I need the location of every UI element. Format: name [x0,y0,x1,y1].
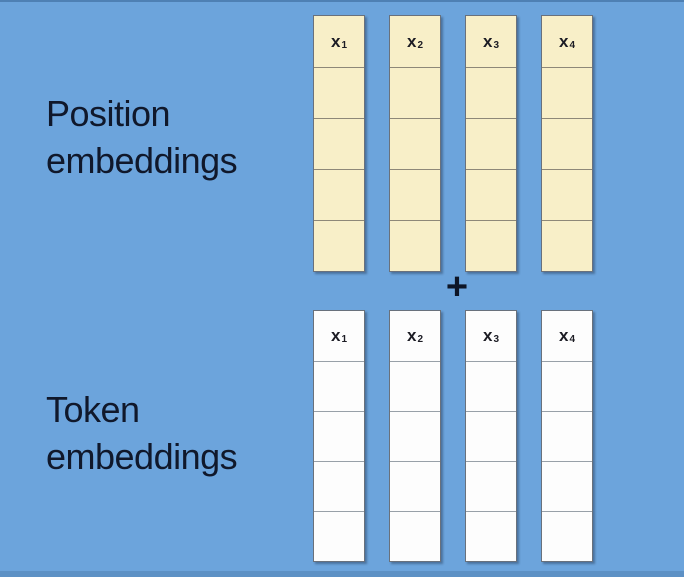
token-symbol: x [482,326,493,345]
embedding-cell [542,411,592,461]
position-embeddings-label: Position embeddings [46,93,238,181]
token-symbol: x [406,326,417,345]
embedding-cell [542,67,592,118]
embedding-cell [314,220,364,271]
embedding-cell [466,361,516,411]
embedding-cell [314,67,364,118]
embedding-cell [314,169,364,220]
token-subscript: 2 [417,39,424,51]
embedding-cell [390,67,440,118]
embedding-cell [390,411,440,461]
token-subscript: 4 [569,39,576,51]
token-symbol: x [558,326,569,345]
embedding-cell [466,118,516,169]
embedding-cell [390,361,440,411]
token-subscript: 1 [341,334,348,345]
token-subscript: 3 [493,334,500,345]
token-subscript: 1 [341,39,348,51]
embedding-cell [466,411,516,461]
embedding-cell [466,220,516,271]
token-symbol: x [330,31,341,51]
embedding-cell [314,411,364,461]
embedding-cell [542,511,592,561]
embedding-cell [314,361,364,411]
embedding-cell [390,220,440,271]
embedding-cell [390,118,440,169]
embedding-cell [314,511,364,561]
embedding-cell [542,220,592,271]
plus-operator: + [445,266,469,308]
token-symbol: x [330,326,341,345]
embedding-cell [390,169,440,220]
embedding-cell [466,169,516,220]
embedding-cell [542,461,592,511]
token-symbol: x [406,31,417,51]
token-subscript: 2 [417,334,424,345]
embedding-cell [542,118,592,169]
token-embeddings-label: Token embeddings [46,389,238,477]
embedding-cell [314,118,364,169]
embedding-cell [314,461,364,511]
embedding-cell [466,511,516,561]
embedding-cell [390,461,440,511]
top-edge-line [0,0,684,2]
embedding-cell [542,361,592,411]
embedding-cell [542,169,592,220]
bottom-edge-strip [0,571,684,577]
token-subscript: 3 [493,39,500,51]
embedding-cell [390,511,440,561]
token-symbol: x [558,31,569,51]
token-subscript: 4 [569,334,576,345]
embedding-cell [466,461,516,511]
token-symbol: x [482,31,493,51]
embedding-cell [466,67,516,118]
